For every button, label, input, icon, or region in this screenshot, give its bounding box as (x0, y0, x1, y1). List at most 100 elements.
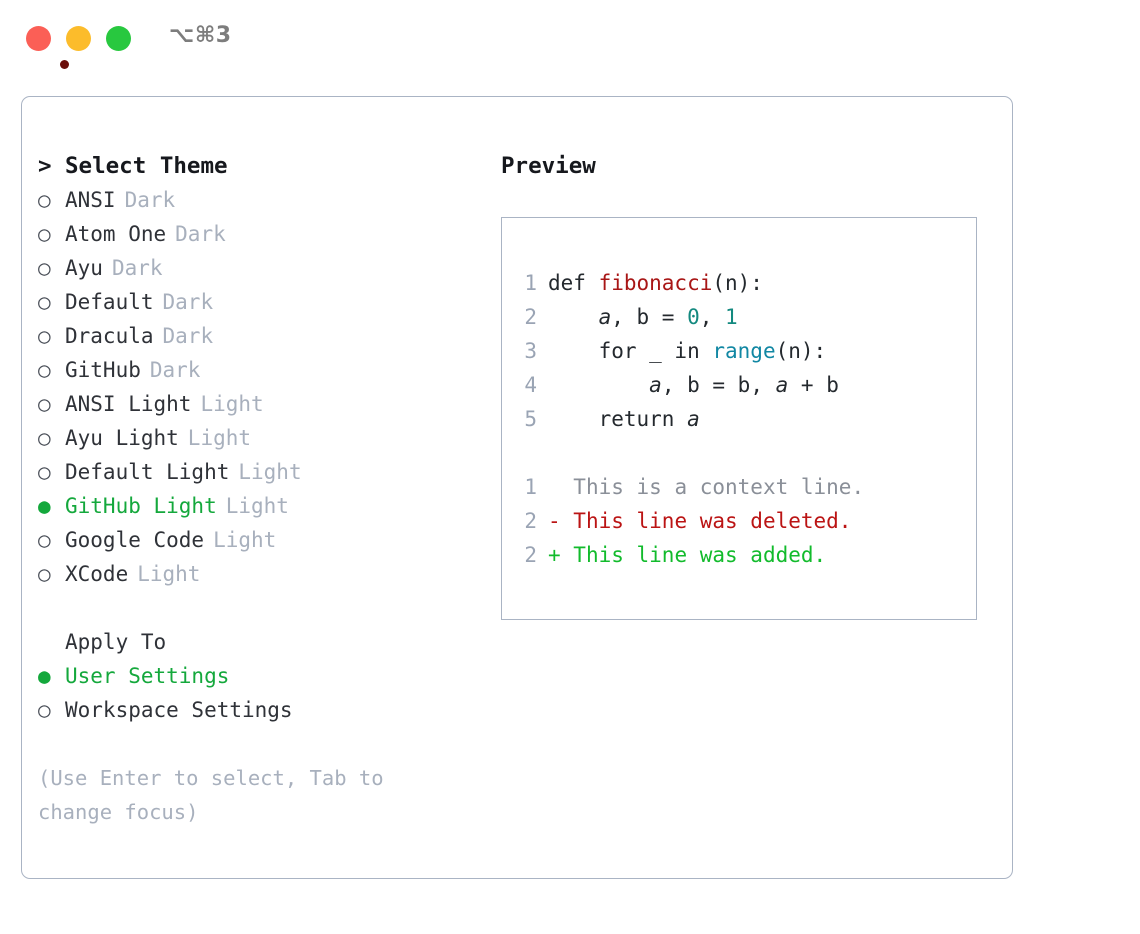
code-token: 1 (725, 305, 738, 329)
radio-unselected-icon: ○ (38, 358, 51, 382)
theme-option-tag: Dark (111, 256, 163, 280)
radio-unselected-icon: ○ (38, 426, 51, 450)
line-number: 1 (524, 271, 537, 295)
theme-option-tag: Dark (124, 188, 176, 212)
code-token: 0 (687, 305, 700, 329)
diff-block: 1 This is a context line.2- This line wa… (515, 470, 970, 572)
theme-option-google-code[interactable]: ○ Google Code Light (38, 523, 488, 557)
radio-selected-icon: ● (38, 494, 51, 518)
line-number: 5 (524, 407, 537, 431)
diff-text: This is a context line. (560, 475, 865, 499)
theme-option-tag: Light (225, 494, 289, 518)
diff-marker: - (548, 509, 561, 533)
radio-unselected-icon: ○ (38, 392, 51, 416)
theme-option-tag: Dark (162, 290, 214, 314)
theme-picker-heading-label: Select Theme (65, 153, 228, 179)
close-window-button[interactable] (26, 26, 69, 69)
apply-to-option-list: ● User Settings ○ Workspace Settings (38, 659, 488, 727)
theme-option-tag: Dark (149, 358, 201, 382)
apply-to-heading: Apply To (65, 630, 167, 654)
radio-unselected-icon: ○ (38, 562, 51, 586)
theme-option-ansi[interactable]: ○ ANSI Dark (38, 183, 488, 217)
theme-option-name: ANSI (65, 188, 116, 212)
theme-option-tag: Light (238, 460, 302, 484)
diff-marker (548, 475, 561, 499)
diff-line: 1 This is a context line. (515, 470, 970, 504)
code-line: 5 return a (515, 402, 970, 436)
theme-option-tag: Light (213, 528, 277, 552)
recording-indicator-icon (60, 60, 69, 69)
theme-option-default[interactable]: ○ Default Dark (38, 285, 488, 319)
code-token (548, 373, 649, 397)
minimize-window-button[interactable] (66, 26, 91, 51)
diff-text: This line was deleted. (560, 509, 852, 533)
theme-option-name: GitHub (65, 358, 141, 382)
code-token: return (548, 407, 688, 431)
theme-option-name: Ayu Light (65, 426, 179, 450)
prompt-caret-icon: > (38, 153, 52, 179)
theme-option-ayu-light[interactable]: ○ Ayu Light Light (38, 421, 488, 455)
apply-to-option-name: User Settings (65, 664, 230, 688)
theme-option-github[interactable]: ○ GitHub Dark (38, 353, 488, 387)
diff-line: 2- This line was deleted. (515, 504, 970, 538)
radio-unselected-icon: ○ (38, 188, 51, 212)
radio-unselected-icon: ○ (38, 460, 51, 484)
code-token: a (775, 373, 789, 397)
theme-option-tag: Dark (162, 324, 214, 348)
code-line: 4 a, b = b, a + b (515, 368, 970, 402)
theme-option-name: Default (65, 290, 154, 314)
radio-selected-icon: ● (38, 664, 51, 688)
code-token: , b = b, (661, 373, 776, 397)
theme-option-name: XCode (65, 562, 129, 586)
keyboard-hint: (Use Enter to select, Tab to change focu… (38, 766, 384, 824)
code-token (548, 305, 599, 329)
code-line: 1 def fibonacci(n): (515, 266, 970, 300)
code-token: range (712, 339, 776, 363)
theme-option-tag: Light (187, 426, 252, 450)
diff-line: 2+ This line was added. (515, 538, 970, 572)
radio-unselected-icon: ○ (38, 324, 51, 348)
code-diff-separator (515, 436, 970, 470)
apply-to-option-name: Workspace Settings (65, 698, 293, 722)
theme-option-name: Atom One (65, 222, 167, 246)
pane-spacer (38, 591, 488, 625)
diff-marker: + (548, 543, 561, 567)
apply-to-option-workspace-settings[interactable]: ○ Workspace Settings (38, 693, 488, 727)
apply-to-option-user-settings[interactable]: ● User Settings (38, 659, 488, 693)
radio-unselected-icon: ○ (38, 290, 51, 314)
line-number: 2 (524, 509, 537, 533)
radio-unselected-icon: ○ (38, 256, 51, 280)
window-title: ⌥⌘3 (169, 23, 232, 48)
maximize-window-button[interactable] (106, 26, 131, 51)
code-token: a (598, 305, 612, 329)
title-bar: ⌥⌘3 (0, 0, 1140, 78)
line-number: 4 (524, 373, 537, 397)
radio-unselected-icon: ○ (38, 698, 51, 722)
code-token: (n): (775, 339, 827, 363)
code-line: 2 a, b = 0, 1 (515, 300, 970, 334)
code-token: for _ in (548, 339, 713, 363)
theme-option-tag: Light (200, 392, 264, 416)
code-token: def (548, 271, 599, 295)
line-number: 2 (524, 305, 537, 329)
radio-unselected-icon: ○ (38, 222, 51, 246)
code-line: 3 for _ in range(n): (515, 334, 970, 368)
radio-unselected-icon: ○ (38, 528, 51, 552)
theme-option-name: Google Code (65, 528, 205, 552)
code-token: fibonacci (598, 271, 713, 295)
theme-picker-heading: > Select Theme (38, 149, 488, 183)
code-token: (n): (712, 271, 763, 295)
